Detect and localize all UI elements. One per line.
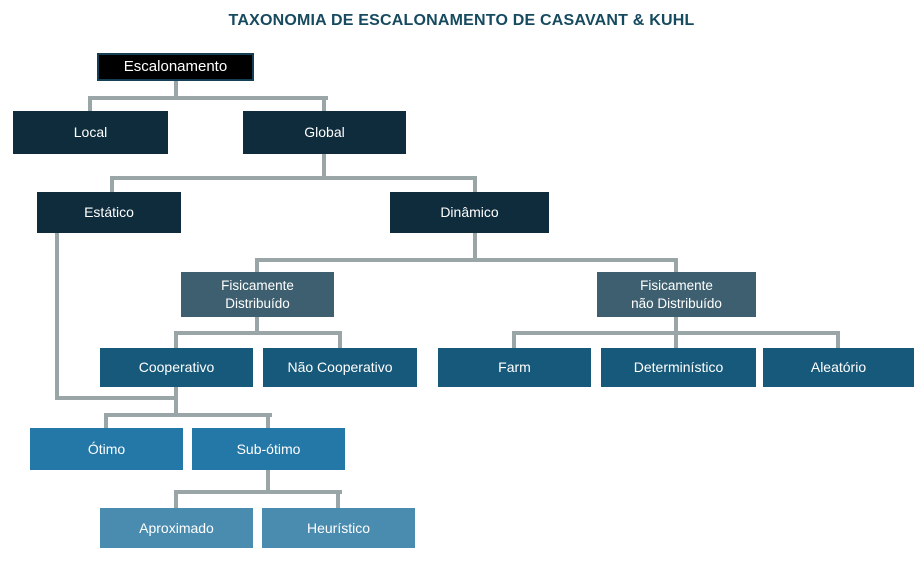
connector-segment xyxy=(88,96,92,111)
connector-segment xyxy=(174,387,178,413)
connector-segment xyxy=(255,258,678,262)
node-farm: Farm xyxy=(438,348,591,387)
connector-segment xyxy=(174,490,342,494)
connector-segment xyxy=(336,490,340,508)
connector-segment xyxy=(512,331,516,348)
node-heuristico: Heurístico xyxy=(262,508,415,548)
node-aproximado: Aproximado xyxy=(100,508,253,548)
node-escalonamento: Escalonamento xyxy=(97,53,254,81)
node-local: Local xyxy=(13,111,168,154)
node-dinamico: Dinâmico xyxy=(390,192,549,233)
connector-segment xyxy=(104,413,272,417)
node-sub-otimo: Sub-ótimo xyxy=(192,428,345,470)
node-fisicamente-nao-distribuido: Fisicamente não Distribuído xyxy=(597,272,756,317)
connector-segment xyxy=(55,396,178,400)
node-cooperativo: Cooperativo xyxy=(100,348,253,387)
connector-segment xyxy=(174,490,178,508)
connector-segment xyxy=(255,258,259,272)
node-nao-cooperativo: Não Cooperativo xyxy=(263,348,417,387)
node-aleatorio: Aleatório xyxy=(763,348,914,387)
node-otimo: Ótimo xyxy=(30,428,183,470)
connector-segment xyxy=(174,331,342,335)
connector-segment xyxy=(174,331,178,348)
connector-segment xyxy=(110,176,477,180)
connector-segment xyxy=(473,233,477,258)
node-deterministico: Determinístico xyxy=(601,348,756,387)
connector-segment xyxy=(836,331,840,348)
connector-segment xyxy=(322,96,326,111)
node-fisicamente-distribuido: Fisicamente Distribuído xyxy=(181,272,334,317)
node-estatico: Estático xyxy=(37,192,181,233)
connector-segment xyxy=(55,233,59,400)
connector-segment xyxy=(473,176,477,192)
connector-segment xyxy=(674,331,678,348)
connector-segment xyxy=(322,154,326,176)
connector-segment xyxy=(104,413,108,428)
connector-segment xyxy=(266,470,270,490)
connector-segment xyxy=(255,317,259,331)
connector-segment xyxy=(88,96,328,100)
connector-segment xyxy=(110,176,114,192)
connector-segment xyxy=(674,317,678,331)
connector-segment xyxy=(266,413,270,428)
node-global: Global xyxy=(243,111,406,154)
connector-segment xyxy=(174,81,178,96)
connector-segment xyxy=(338,331,342,348)
connector-segment xyxy=(674,258,678,272)
diagram-title: TAXONOMIA DE ESCALONAMENTO DE CASAVANT &… xyxy=(228,12,695,29)
